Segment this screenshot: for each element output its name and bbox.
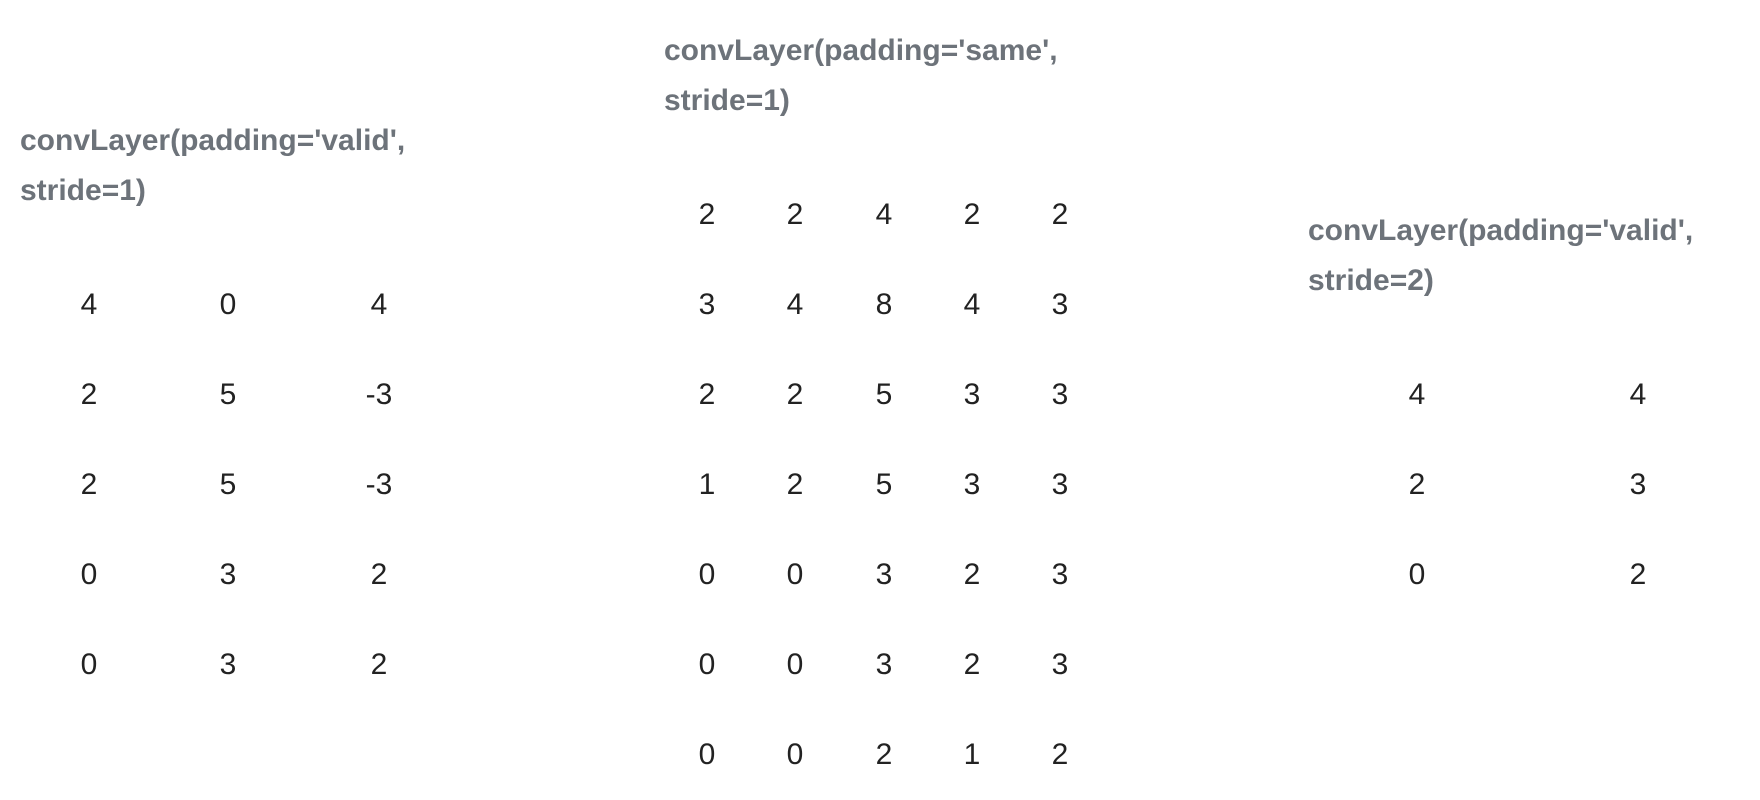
matrix-cell: 2 [1051,738,1069,771]
matrix-cell: 4 [786,288,804,321]
panel-title-line-1: convLayer(padding='valid', [20,124,406,157]
matrix-cell: 2 [1051,198,1069,231]
matrix-cell: 4 [1408,378,1426,411]
panel-title-line-2: stride=2) [1308,264,1434,297]
matrix-cell: 3 [963,378,981,411]
matrix-cell: 0 [219,288,237,321]
matrix-cell: 3 [1051,468,1069,501]
matrix-cell: 2 [786,468,804,501]
matrix-cell: 3 [875,648,893,681]
matrix-cell: 5 [875,378,893,411]
matrix-cell: 3 [1051,558,1069,591]
panel-title-line-2: stride=1) [664,84,790,117]
matrix-cell: 4 [80,288,98,321]
matrix-cell: -3 [365,378,393,411]
matrix-cell: 3 [1051,378,1069,411]
panel-title-line-1: convLayer(padding='same', [664,34,1058,67]
matrix-cell: 1 [963,738,981,771]
matrix-cell: 2 [786,378,804,411]
matrix-cell: 0 [1408,558,1426,591]
matrix-cell: 3 [219,558,237,591]
matrix-cell: 2 [963,648,981,681]
matrix-cell: 3 [1629,468,1647,501]
matrix-cell: 2 [80,468,98,501]
matrix-cell: 2 [80,378,98,411]
matrix-cell: 3 [698,288,716,321]
matrix-cell: 8 [875,288,893,321]
matrix-cell: 5 [219,378,237,411]
matrix-cell: 2 [875,738,893,771]
matrix-cell: 3 [1051,648,1069,681]
panel-title: convLayer(padding='same', stride=1) [664,26,1058,126]
matrix-cell: 2 [963,558,981,591]
matrix-cell: 3 [219,648,237,681]
matrix-cell: 1 [698,468,716,501]
matrix-cell: 2 [370,558,388,591]
panel-title: convLayer(padding='valid', stride=2) [1308,206,1693,306]
matrix-cell: 5 [875,468,893,501]
matrix-cell: 0 [786,558,804,591]
matrix-cell: 4 [370,288,388,321]
matrix-cell: 4 [1629,378,1647,411]
matrix-cell: 0 [80,558,98,591]
panel-title-line-1: convLayer(padding='valid', [1308,214,1694,247]
matrix-cell: 2 [370,648,388,681]
matrix-cell: 3 [963,468,981,501]
matrix-cell: 2 [786,198,804,231]
panel-title: convLayer(padding='valid', stride=1) [20,116,405,216]
matrix-cell: 0 [786,738,804,771]
panel-title-line-2: stride=1) [20,174,146,207]
matrix-cell: 0 [786,648,804,681]
matrix-cell: 4 [963,288,981,321]
matrix-cell: -3 [365,468,393,501]
matrix-cell: 3 [875,558,893,591]
matrix-cell: 2 [698,378,716,411]
matrix-cell: 2 [698,198,716,231]
matrix-cell: 0 [698,738,716,771]
matrix-cell: 0 [698,648,716,681]
matrix-cell: 3 [1051,288,1069,321]
matrix-cell: 0 [698,558,716,591]
matrix-cell: 2 [1629,558,1647,591]
matrix-cell: 5 [219,468,237,501]
matrix-cell: 0 [80,648,98,681]
matrix-cell: 2 [963,198,981,231]
matrix-cell: 2 [1408,468,1426,501]
matrix-cell: 4 [875,198,893,231]
